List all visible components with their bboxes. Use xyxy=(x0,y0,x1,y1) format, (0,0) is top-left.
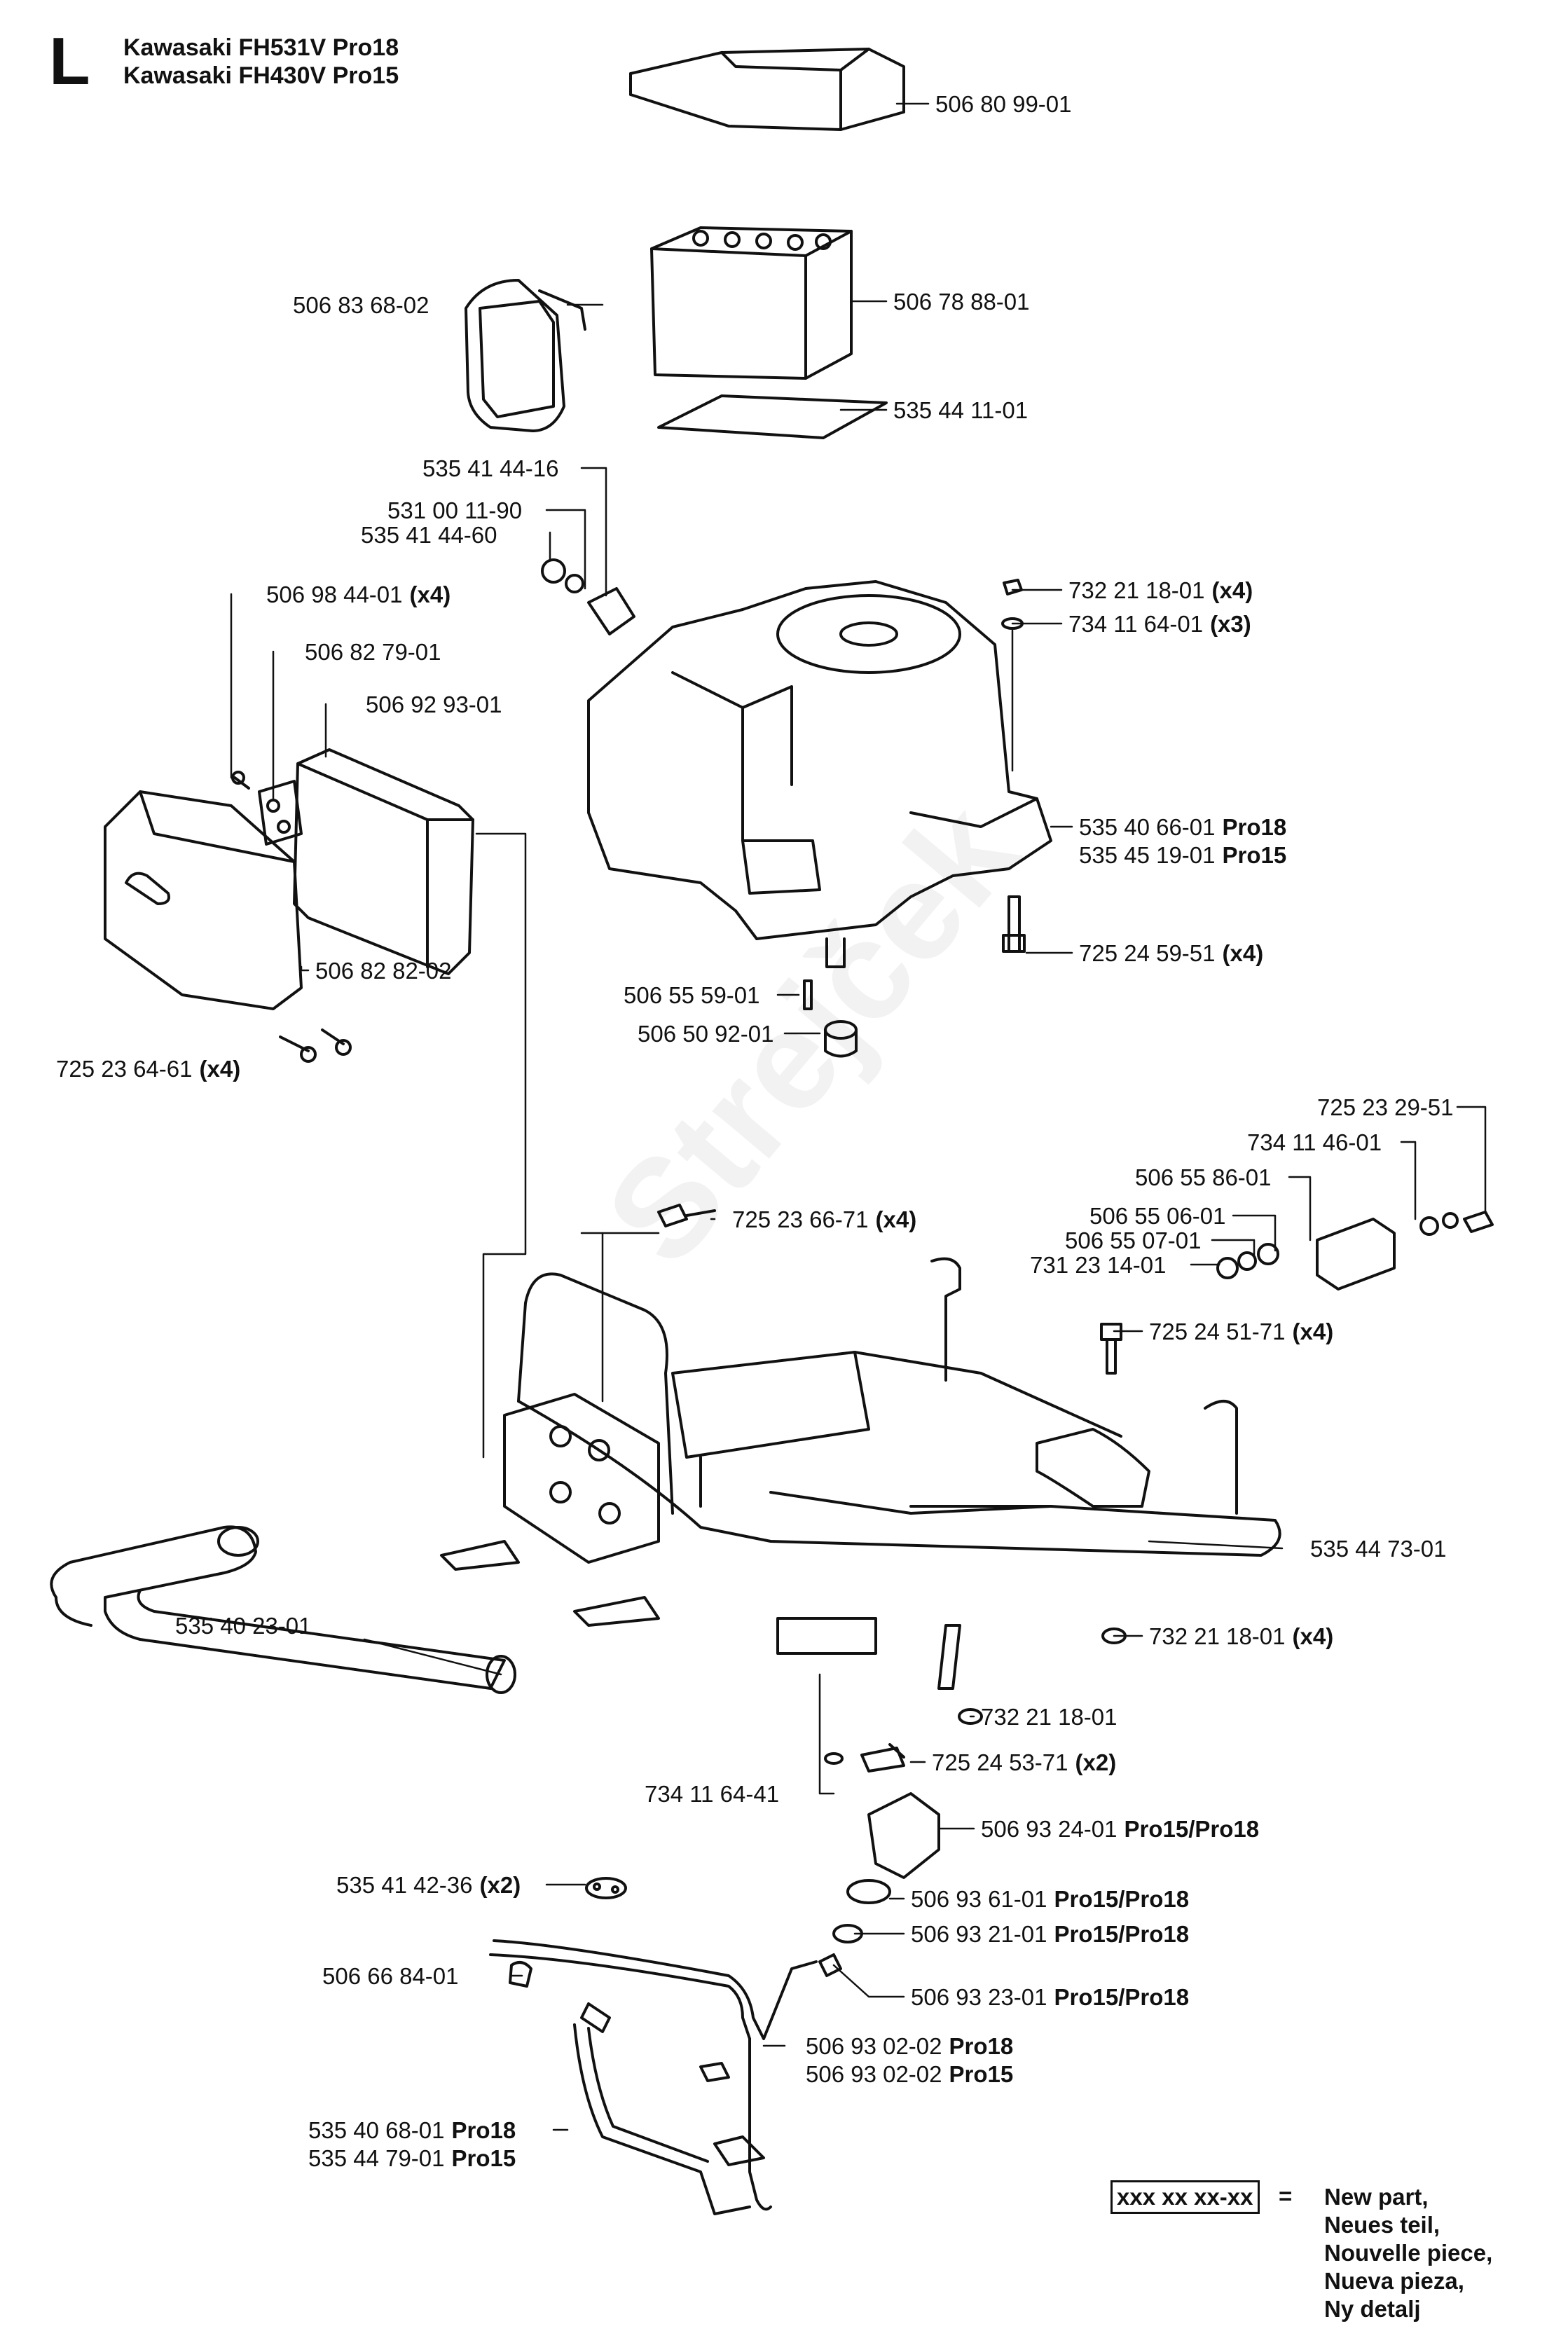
callout-part-number: 535 41 44-60 xyxy=(361,522,497,548)
callout-part-number: 506 78 88-01 xyxy=(893,289,1030,315)
bumper-bar-drawing xyxy=(50,1525,516,1694)
callout-part-number: 725 24 53-71(x2) xyxy=(932,1749,1116,1775)
model-list: Kawasaki FH531V Pro18 Kawasaki FH430V Pr… xyxy=(123,34,399,90)
legend-equals: = xyxy=(1279,2183,1293,2209)
legend-line: Neues teil, xyxy=(1324,2212,1440,2238)
leader-lines xyxy=(230,102,1487,2131)
callout-part-number: 535 44 73-01 xyxy=(1310,1536,1447,1562)
callout-part-number: 506 55 06-01 xyxy=(1089,1203,1226,1229)
callout-part-number: 732 21 18-01(x4) xyxy=(1149,1623,1333,1649)
frame-drawing xyxy=(440,1257,1281,1690)
callout-part-number: 535 41 42-36(x2) xyxy=(336,1872,521,1898)
muffler-screws-drawing xyxy=(231,771,352,1063)
callout-part-number: 734 11 64-01(x3) xyxy=(1068,611,1251,637)
callout-part-number: 506 50 92-01 xyxy=(638,1021,774,1047)
sensor-assembly-drawing xyxy=(818,1792,940,1977)
battery-drawing xyxy=(650,226,853,380)
legend-line: New part, xyxy=(1324,2184,1429,2210)
callout-part-number: 725 24 59-51(x4) xyxy=(1079,940,1263,966)
muffler-guard-drawing xyxy=(104,790,303,1010)
fastener-pack-drawing xyxy=(1216,1211,1494,1291)
bolt-drawing xyxy=(1002,895,1026,953)
oil-pipe-drawing xyxy=(489,1939,818,2215)
legend-line: Nouvelle piece, xyxy=(1324,2240,1493,2266)
battery-strap-drawing xyxy=(465,279,586,432)
callout-part-number: 506 83 68-02 xyxy=(293,292,429,318)
callout-part-number: 506 82 79-01 xyxy=(305,639,441,665)
callout-part-number: 725 24 51-71(x4) xyxy=(1149,1319,1333,1344)
battery-pad-drawing xyxy=(657,394,888,439)
callout-part-number: 725 23 29-51 xyxy=(1317,1094,1454,1120)
callout-part-number: 535 40 23-01 xyxy=(175,1613,312,1639)
callout-part-number: 725 23 66-71(x4) xyxy=(732,1206,916,1232)
callout-part-number: 506 82 82-02 xyxy=(315,958,452,984)
exhaust-flange-drawing xyxy=(258,780,303,846)
muffler-drawing xyxy=(293,748,474,975)
spacer-drawing xyxy=(541,558,635,635)
callout-part-number: 732 21 18-01(x4) xyxy=(1068,577,1253,603)
frame-bolt-drawing xyxy=(657,1204,1122,1375)
callout-part-number: 535 44 11-01 xyxy=(893,397,1028,423)
model-line: Kawasaki FH430V Pro15 xyxy=(123,62,399,89)
legend-line: Nueva pieza, xyxy=(1324,2268,1464,2294)
gasket-drawing xyxy=(585,1877,627,1899)
callout-part-number: 731 23 14-01 xyxy=(1030,1252,1167,1278)
engine-drawing xyxy=(587,580,1052,968)
callout-part-number: 506 66 84-01 xyxy=(322,1963,459,1989)
callout-part-number: 506 55 59-01 xyxy=(624,982,760,1008)
battery-cover-drawing xyxy=(629,48,905,131)
callout-part-number: 725 23 64-61(x4) xyxy=(56,1056,240,1082)
callout-part-number: 535 41 44-16 xyxy=(422,455,559,481)
callout-part-number: 531 00 11-90 xyxy=(387,497,522,523)
callout-part-number: 732 21 18-01 xyxy=(981,1704,1117,1730)
pin-bushing-drawing xyxy=(803,979,858,1058)
callout-part-number: 506 98 44-01(x4) xyxy=(266,581,451,607)
legend-placeholder-box: xxx xx xx-xx xyxy=(1110,2180,1260,2214)
legend-line: Ny detalj xyxy=(1324,2296,1421,2322)
callout-part-number: 506 55 86-01 xyxy=(1135,1164,1272,1190)
legend-translations: New part, Neues teil, Nouvelle piece, Nu… xyxy=(1324,2183,1492,2323)
callout-part-number: 506 92 93-01 xyxy=(366,691,502,717)
callout-part-number: 506 80 99-01 xyxy=(935,91,1072,117)
model-line: Kawasaki FH531V Pro18 xyxy=(123,34,399,61)
callout-part-number: 506 55 07-01 xyxy=(1065,1227,1202,1253)
section-letter: L xyxy=(49,24,90,99)
callout-part-number: 734 11 64-41 xyxy=(645,1781,779,1807)
callout-part-number: 734 11 46-01 xyxy=(1247,1129,1382,1155)
